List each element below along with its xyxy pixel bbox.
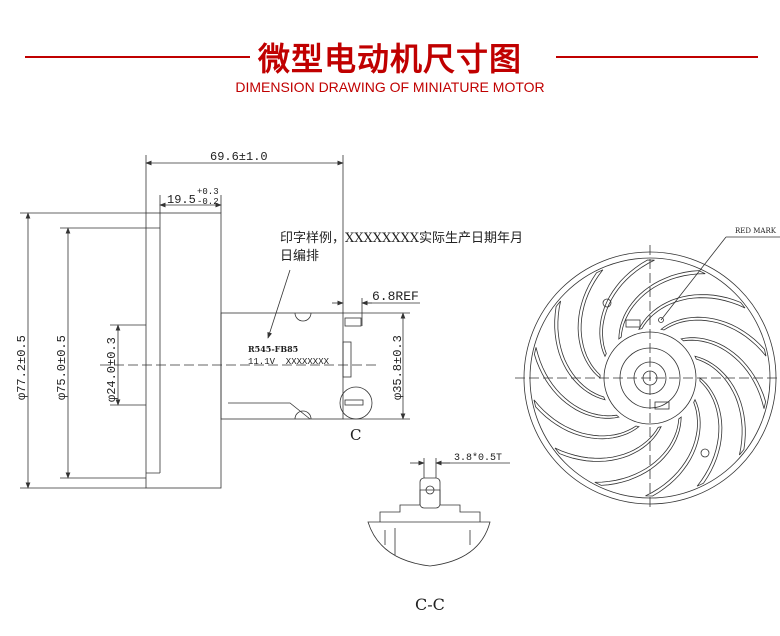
terminal-thickness-dim: 3.8*0.5T <box>454 452 502 464</box>
disc-offset-dim: 19.5 <box>167 193 196 207</box>
disc-offset-tol-plus: +0.3 <box>197 187 219 197</box>
fan-disc <box>145 212 222 489</box>
outer-diameter-dim: φ77.2±0.5 <box>15 335 29 400</box>
front-view: RED MARK <box>515 227 780 510</box>
print-note-line2: 日编排 <box>280 249 319 264</box>
fan-blade <box>554 300 606 401</box>
red-mark <box>658 317 664 323</box>
overall-length-dim: 69.6±1.0 <box>210 150 268 164</box>
fan-blade <box>696 377 723 487</box>
fan-blade <box>594 416 682 486</box>
print-model: R545-FB85 <box>248 344 298 354</box>
fan-blade <box>599 259 655 358</box>
section-cc-view: 3.8*0.5T C-C <box>367 452 510 614</box>
section-label: C-C <box>415 595 445 614</box>
hub-diameter-dim: φ24.0±0.3 <box>105 337 119 402</box>
fan-blade <box>645 398 701 497</box>
side-view: 69.6±1.0 19.5 +0.3 -0.2 φ77.2±0.5 φ75.0±… <box>15 150 523 489</box>
fan-blade <box>694 355 746 456</box>
title-rule-left <box>25 56 250 58</box>
section-mark: C <box>350 426 361 444</box>
red-mark-label: RED MARK <box>735 227 777 235</box>
fan-blade <box>554 426 662 462</box>
fan-blade <box>533 347 620 419</box>
page-subtitle: DIMENSION DRAWING OF MINIATURE MOTOR <box>235 79 545 95</box>
fan-blade <box>660 316 767 357</box>
fan-blade <box>638 294 746 330</box>
fan-blade <box>577 269 604 379</box>
print-voltage: 11.1V XXXXXXXX <box>248 357 330 367</box>
fan-blade <box>680 337 767 409</box>
fan-blade <box>533 399 640 440</box>
title-rule-right <box>556 56 758 58</box>
page-title-text: 微型电动机尺寸图 <box>249 40 530 78</box>
page-title: 微型电动机尺寸图 <box>0 34 780 80</box>
disc-offset-tol-minus: -0.2 <box>197 197 219 207</box>
body-diameter-dim: φ35.8±0.3 <box>391 335 405 400</box>
terminal-ref-dim: 6.8REF <box>372 289 419 304</box>
fan-blade <box>618 270 706 340</box>
print-note-line1: 印字样例，XXXXXXXX实际生产日期年月 <box>280 231 523 246</box>
fan-diameter-dim: φ75.0±0.5 <box>55 335 69 400</box>
